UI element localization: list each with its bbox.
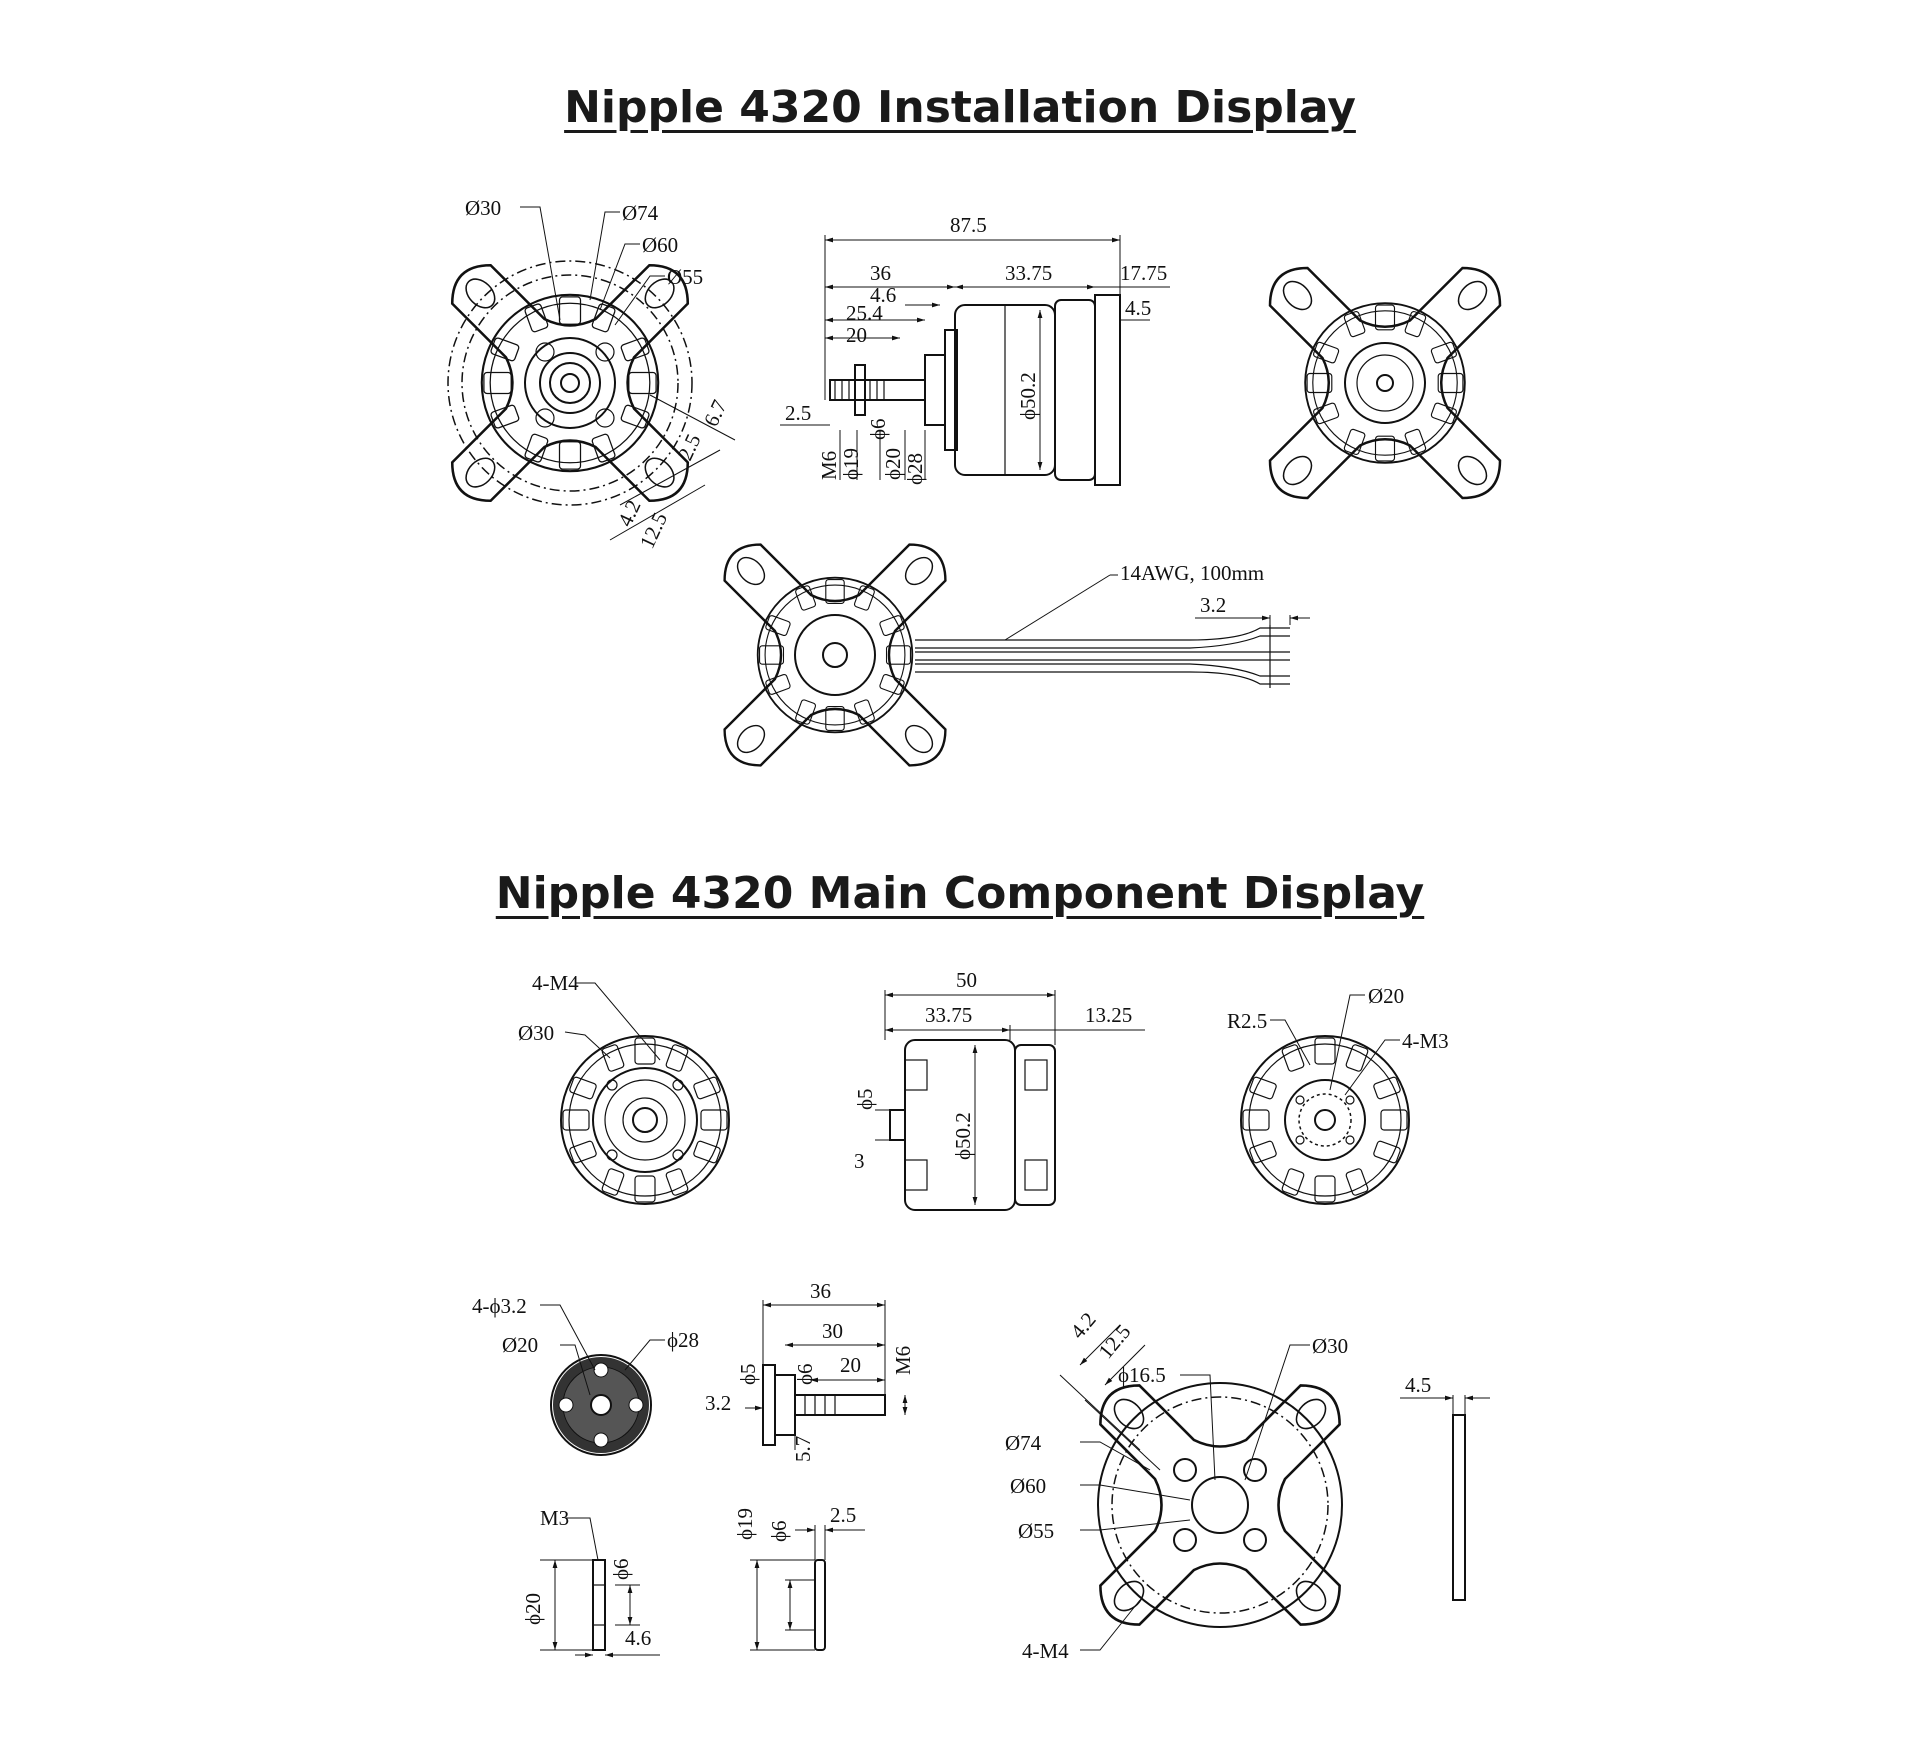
dim-mount-d30: Ø30 [1312,1334,1348,1358]
installation-title: Nipple 4320 Installation Display [564,82,1356,133]
component-mount: 4.2 12.5 ϕ16.5 Ø30 Ø74 Ø60 Ø55 4-M4 [1005,1308,1348,1663]
wire-strip: 3.2 [1200,593,1226,617]
dim-4-6: 4.6 [870,283,896,307]
dim-d28: ϕ28 [903,453,927,485]
dim-4-m3: 4-M3 [1402,1029,1449,1053]
dim-nut-d6: ϕ6 [609,1558,633,1580]
dim-d55: Ø55 [667,265,703,289]
installation-back-view [1268,266,1502,500]
wire-spec: 14AWG, 100mm [1120,561,1264,585]
components-title: Nipple 4320 Main Component Display [495,868,1425,919]
dim-2-5-side: 2.5 [785,401,811,425]
component-prop-adapter: 4-ϕ3.2 Ø20 ϕ28 [472,1294,699,1456]
dim-33-75: 33.75 [1005,261,1052,285]
dim-nut-m3: M3 [540,1506,569,1530]
component-nut: M3 ϕ6 ϕ20 4.6 [521,1506,660,1658]
dim-d50-2-motor: ϕ50.2 [951,1112,975,1160]
dim-mount-d55: Ø55 [1018,1519,1054,1543]
dim-shaft-d5: ϕ5 [736,1363,760,1385]
dim-50: 50 [956,968,977,992]
component-motor-front: 4-M4 Ø30 [518,971,730,1205]
dim-d5-motor: ϕ5 [853,1088,877,1110]
dim-shaft-m6: M6 [891,1346,915,1375]
component-plate: 4.5 [1400,1373,1490,1601]
dim-d30: Ø30 [465,196,501,220]
dim-mount-d16-5: ϕ16.5 [1118,1363,1166,1387]
dim-washer-d6: ϕ6 [767,1520,791,1542]
dim-shaft-20: 20 [840,1353,861,1377]
dim-shaft-3-2: 3.2 [705,1391,731,1415]
dim-mount-d74: Ø74 [1005,1431,1042,1455]
dim-plate-4-5: 4.5 [1405,1373,1431,1397]
dim-d20-adapter: Ø20 [502,1333,538,1357]
installation-wire-view: 14AWG, 100mm 3.2 [723,543,1310,767]
installation-front-view: Ø30 Ø74 Ø60 Ø55 6.7 2.5 4.2 12.5 [447,196,736,552]
dim-m6: M6 [817,451,841,480]
dim-d60: Ø60 [642,233,678,257]
dim-33-75-motor: 33.75 [925,1003,972,1027]
dim-4-5: 4.5 [1125,296,1151,320]
dim-d20-back: Ø20 [1368,984,1404,1008]
dim-washer-2-5: 2.5 [830,1503,856,1527]
dim-d30-motor: Ø30 [518,1021,554,1045]
dim-mount-12-5: 12.5 [1093,1320,1135,1364]
dim-d20: ϕ20 [881,448,905,480]
dim-d74: Ø74 [622,201,659,225]
dim-20: 20 [846,323,867,347]
dim-87-5: 87.5 [950,213,987,237]
dim-25-4: 25.4 [846,301,883,325]
dim-mount-4-2: 4.2 [1065,1308,1100,1344]
dim-shaft-5-7: 5.7 [791,1436,815,1462]
dim-36: 36 [870,261,891,285]
dim-nut-d20: ϕ20 [521,1593,545,1625]
dim-d19: ϕ19 [839,448,863,480]
component-shaft: 36 30 20 M6 ϕ5 ϕ6 3.2 5.7 [705,1279,915,1462]
dim-mount-d60: Ø60 [1010,1474,1046,1498]
dim-washer-d19: ϕ19 [733,1508,757,1540]
dim-d50-2: ϕ50.2 [1016,372,1040,420]
dim-6-7: 6.7 [699,396,732,430]
dim-shaft-d6: ϕ6 [793,1363,817,1385]
component-washer: ϕ19 ϕ6 2.5 [733,1503,865,1651]
dim-shaft-36: 36 [810,1279,831,1303]
dim-shaft-30: 30 [822,1319,843,1343]
component-motor-side: 50 33.75 13.25 ϕ5 3 ϕ50.2 [853,968,1145,1211]
dim-2-5: 2.5 [673,430,706,464]
dim-13-25: 13.25 [1085,1003,1132,1027]
dim-4-m4-motor: 4-M4 [532,971,579,995]
dim-d6: ϕ6 [866,418,890,440]
dim-17-75: 17.75 [1120,261,1167,285]
component-motor-back: R2.5 Ø20 4-M3 [1227,984,1449,1205]
dim-3-motor: 3 [854,1149,865,1173]
dim-r2-5: R2.5 [1227,1009,1267,1033]
dim-4-2: 4.2 [613,496,646,530]
dim-4-d3-2: 4-ϕ3.2 [472,1294,527,1318]
installation-side-view: 87.5 36 33.75 17.75 4.6 25.4 20 4.5 2.5 … [780,213,1170,486]
dim-d28-adapter: ϕ28 [667,1328,699,1352]
dim-mount-4-m4: 4-M4 [1022,1639,1069,1663]
dim-nut-4-6: 4.6 [625,1626,651,1650]
